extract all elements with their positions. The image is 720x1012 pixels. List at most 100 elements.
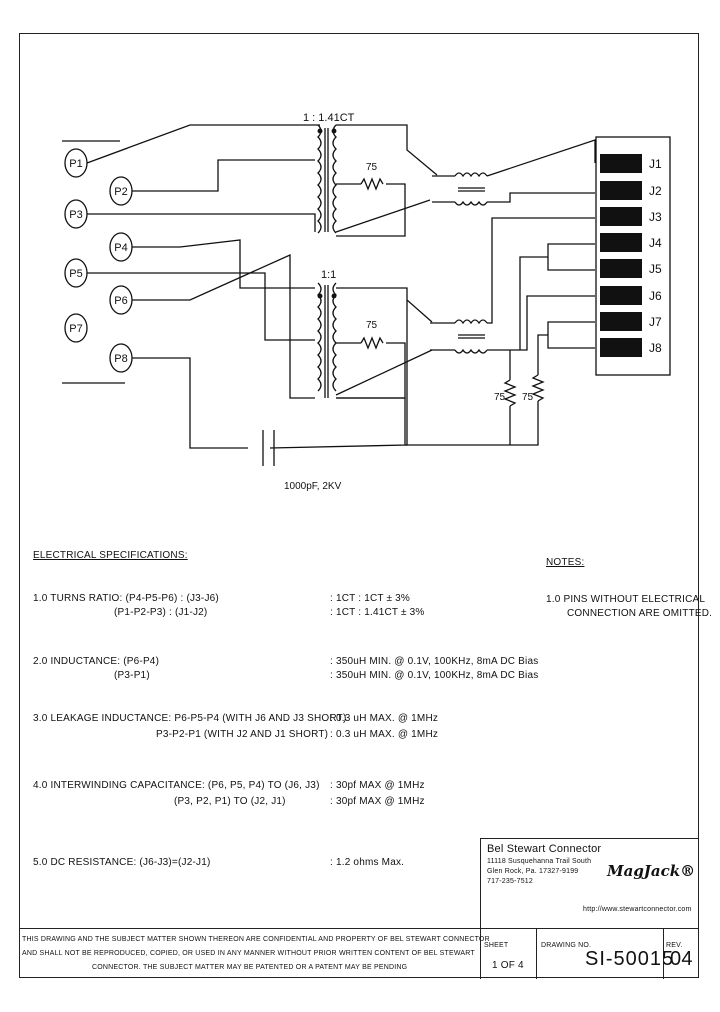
pin-P4: P4 [109, 232, 133, 262]
res-top-label: 75 [366, 162, 378, 173]
connector-pads [600, 154, 642, 357]
pin-P7: P7 [64, 313, 88, 343]
pin-J1: J1 [649, 157, 662, 171]
spec-4b: (P3, P2, P1) TO (J2, J1) [174, 796, 286, 807]
magjack-logo: MagJack® [607, 862, 696, 880]
spec-3a-value: : 0.3 uH MAX. @ 1MHz [330, 713, 439, 724]
spec-3b: P3-P2-P1 (WITH J2 AND J1 SHORT) [156, 729, 329, 740]
rev-cell [663, 929, 699, 979]
transformer-1 [317, 124, 337, 234]
svg-text:P4: P4 [114, 242, 127, 254]
spec-5-value: : 1.2 ohms Max. [330, 857, 405, 868]
choke-bottom [430, 319, 488, 354]
title-block [480, 838, 698, 928]
pin-P5: P5 [64, 258, 88, 288]
pin-P8: P8 [109, 343, 133, 373]
res-low-a-label: 75 [494, 392, 506, 403]
choke-top [432, 172, 488, 206]
wire-j4-j5 [547, 243, 595, 271]
wire-t1-top [336, 124, 438, 176]
disclaimer-line-2: AND SHALL NOT BE REPRODUCED, COPIED, OR … [22, 950, 475, 957]
note-line-2: CONNECTION ARE OMITTED. [567, 608, 713, 619]
connector-block [595, 136, 671, 376]
disclaimer-line-1: THIS DRAWING AND THE SUBJECT MATTER SHOW… [22, 936, 490, 943]
spec-2b-value: : 350uH MIN. @ 0.1V, 100KHz, 8mA DC Bias [330, 670, 539, 681]
sheet-value: 1 OF 4 [492, 960, 524, 971]
pin-J7: J7 [649, 315, 662, 329]
wire-j1 [486, 139, 596, 177]
svg-text:P6: P6 [114, 295, 127, 307]
spec-5: 5.0 DC RESISTANCE: (J6-J3)=(J2-J1) [33, 857, 211, 868]
resistor-top [360, 177, 384, 191]
cap-label: 1000pF, 2KV [284, 481, 342, 492]
spec-2b: (P3-P1) [114, 670, 150, 681]
drawing-number: SI-50015 [585, 948, 675, 970]
transformer-2 [317, 282, 337, 398]
resistor-low-a [503, 379, 517, 407]
pin-P6: P6 [109, 285, 133, 315]
company-url[interactable]: http://www.stewartconnector.com [583, 906, 692, 913]
pin-J2: J2 [649, 184, 662, 198]
resistor-mid [360, 336, 384, 350]
pin-P3: P3 [64, 199, 88, 229]
wire-j2 [487, 192, 595, 203]
pin-J8: J8 [649, 341, 662, 355]
res-low-b-label: 75 [522, 392, 534, 403]
drawing-frame [19, 33, 699, 978]
wire-p3 [87, 213, 316, 232]
spec-1b: (P1-P2-P3) : (J1-J2) [114, 607, 208, 618]
res-mid-label: 75 [366, 320, 378, 331]
pin-J5: J5 [649, 262, 662, 276]
pin-P2: P2 [109, 176, 133, 206]
wire-t1-bottom [335, 199, 431, 233]
xfmr1-ratio: 1 : 1.41CT [303, 112, 355, 124]
company-phone: 717-235-7512 [487, 878, 533, 885]
svg-text:P7: P7 [69, 323, 82, 335]
spec-4b-value: : 30pf MAX @ 1MHz [330, 796, 425, 807]
spec-2a: 2.0 INDUCTANCE: (P6-P4) [33, 656, 160, 667]
wire-p2 [132, 159, 315, 192]
sheet-cell [480, 929, 536, 979]
company-name: Bel Stewart Connector [487, 843, 602, 855]
drawing-no-cell [536, 929, 663, 979]
disclaimer-row [19, 928, 699, 979]
notes-heading: NOTES: [546, 557, 585, 568]
rev-value: 04 [670, 948, 693, 970]
capacitor [262, 430, 275, 466]
spec-3a: 3.0 LEAKAGE INDUCTANCE: P6-P5-P4 (WITH J… [33, 713, 347, 724]
spec-4a-value: : 30pf MAX @ 1MHz [330, 780, 425, 791]
pin-J3: J3 [649, 210, 662, 224]
spec-4a: 4.0 INTERWINDING CAPACITANCE: (P6, P5, P… [33, 780, 320, 791]
company-address-1: 11118 Susquehanna Trail South [487, 858, 592, 865]
svg-text:P1: P1 [69, 158, 82, 170]
pin-J4: J4 [649, 236, 662, 250]
xfmr2-ratio: 1:1 [321, 269, 336, 281]
wire-p4 [132, 239, 315, 289]
note-line-1: 1.0 PINS WITHOUT ELECTRICAL [546, 594, 706, 605]
specs-heading: ELECTRICAL SPECIFICATIONS: [33, 550, 188, 561]
svg-text:P3: P3 [69, 209, 82, 221]
spec-1a-value: : 1CT : 1CT ± 3% [330, 593, 411, 604]
spec-3b-value: : 0.3 uH MAX. @ 1MHz [330, 729, 439, 740]
rev-label: REV. [666, 942, 683, 949]
pin-J6: J6 [649, 289, 662, 303]
svg-text:P2: P2 [114, 186, 127, 198]
resistor-low-b [531, 374, 545, 402]
company-address-2: Glen Rock, Pa. 17327-9199 [487, 868, 579, 875]
wire-p1 [86, 124, 320, 164]
svg-text:P8: P8 [114, 353, 127, 365]
wire-j3 [487, 217, 595, 324]
spec-1a: 1.0 TURNS RATIO: (P4-P5-P6) : (J3-J6) [33, 593, 219, 604]
wire-p6 [132, 253, 315, 399]
sheet-label: SHEET [484, 942, 509, 949]
svg-text:P5: P5 [69, 268, 82, 280]
disclaimer-line-3: CONNECTOR. THE SUBJECT MATTER MAY BE PAT… [92, 964, 408, 971]
wire-p8 [132, 357, 248, 449]
wire-j6 [487, 295, 595, 351]
wire-j7-j8 [547, 321, 595, 349]
spec-2a-value: : 350uH MIN. @ 0.1V, 100KHz, 8mA DC Bias [330, 656, 539, 667]
spec-1b-value: : 1CT : 1.41CT ± 3% [330, 607, 425, 618]
pin-P1: P1 [64, 148, 88, 178]
drawing-no-label: DRAWING NO. [541, 942, 592, 949]
